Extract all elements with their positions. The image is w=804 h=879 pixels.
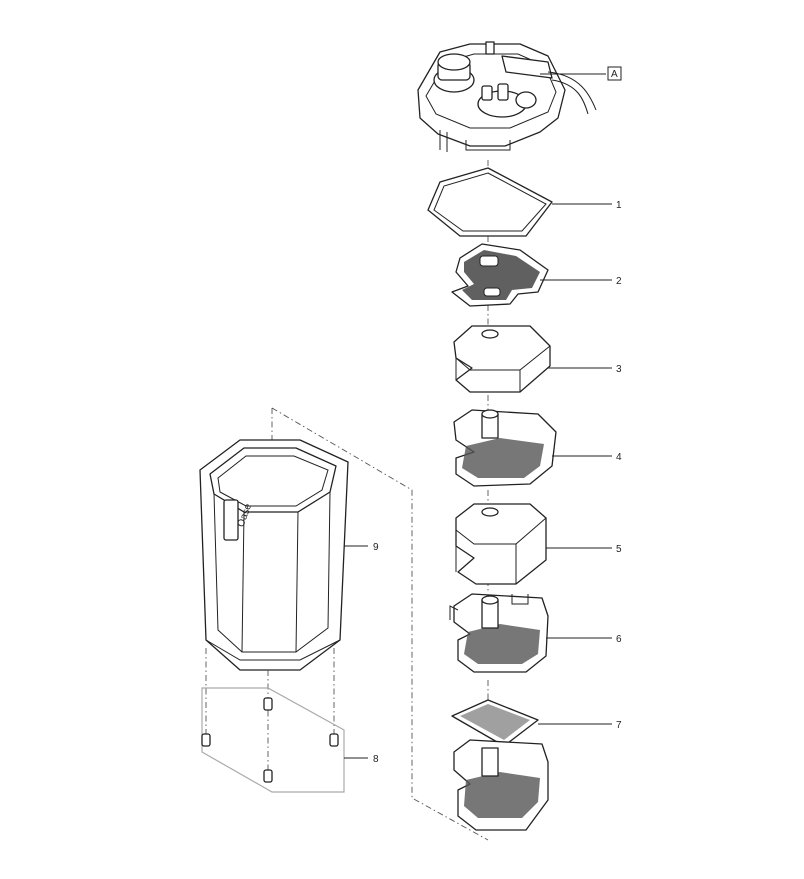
callout-a-box xyxy=(607,66,622,81)
callout-2: 2 xyxy=(616,276,622,287)
pump-head-part-a xyxy=(417,41,597,152)
filter-basket-part-4 xyxy=(453,409,557,487)
callout-7: 7 xyxy=(616,720,622,731)
grid-plate-part-2 xyxy=(451,243,549,307)
callout-6: 6 xyxy=(616,634,622,645)
canister-body-part-9: Oase xyxy=(199,407,489,841)
seal-ring-part-1 xyxy=(427,167,553,237)
callout-4: 4 xyxy=(616,452,622,463)
callout-8: 8 xyxy=(373,754,379,765)
callout-5: 5 xyxy=(616,544,622,555)
foam-sponge-part-3 xyxy=(453,325,551,393)
callout-1: 1 xyxy=(616,200,622,211)
bottom-basket xyxy=(453,739,549,831)
filter-pad-part-7 xyxy=(451,699,539,747)
feet-part-8 xyxy=(201,687,345,793)
foam-block-part-5 xyxy=(455,503,547,585)
basket-part-6 xyxy=(449,593,549,673)
callout-3: 3 xyxy=(616,364,622,375)
callout-9: 9 xyxy=(373,542,379,553)
callout-a: A xyxy=(611,69,618,80)
